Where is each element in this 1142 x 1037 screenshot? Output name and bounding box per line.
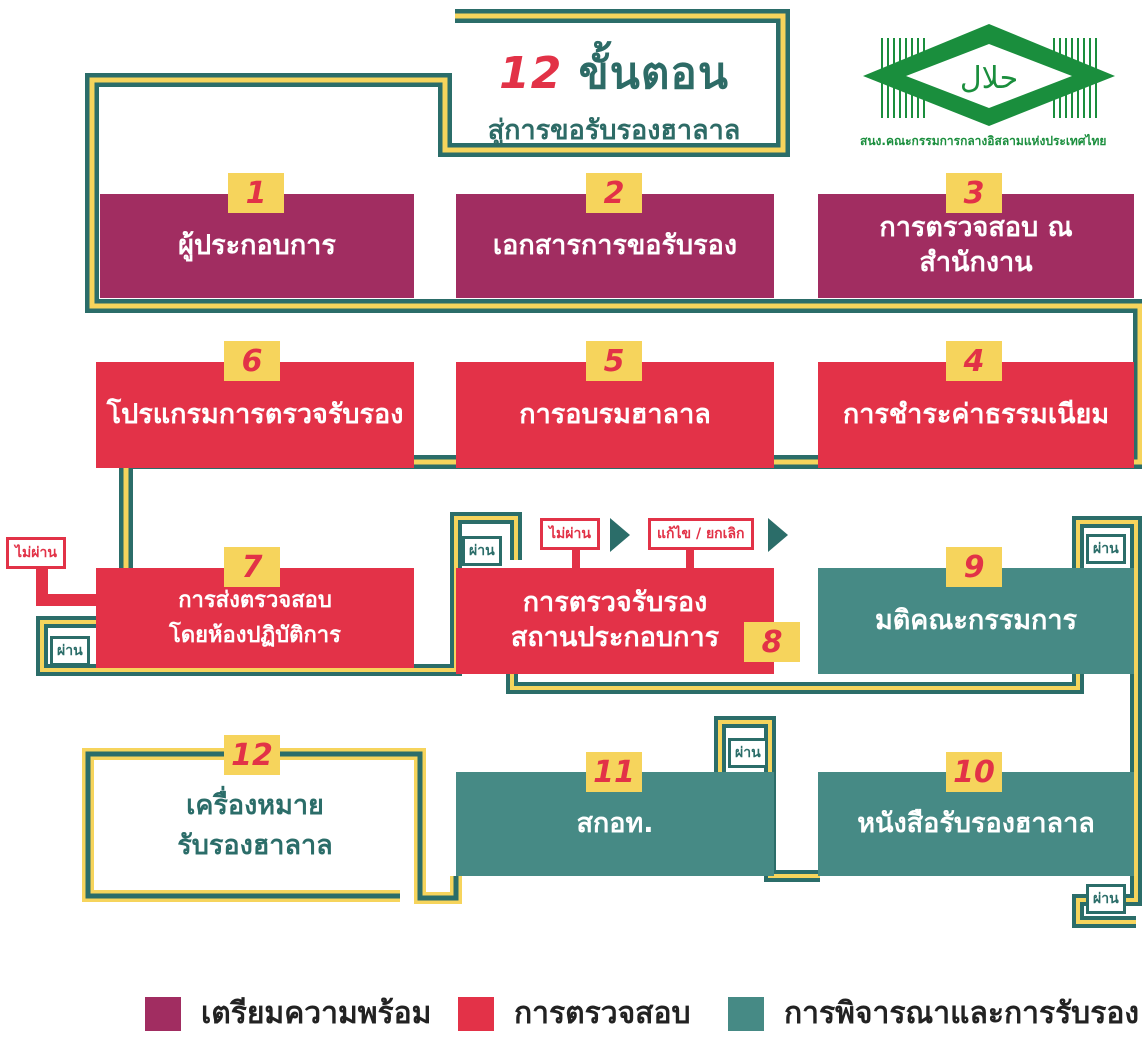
step-4-label: การชำระค่าธรรมเนียม	[842, 398, 1110, 430]
step-7-pass-tag: ผ่าน	[50, 636, 90, 666]
step-12-box: เครื่องหมาย รับรองฮาลาล	[96, 762, 414, 890]
step-7-fail-tag: ไม่ผ่าน	[6, 537, 66, 569]
step-3-box: การตรวจสอบ ณ สำนักงาน	[818, 194, 1134, 298]
legend-label: การพิจารณาและการรับรอง	[784, 996, 1140, 1031]
step-6-number: 6	[224, 341, 280, 381]
step-8-pass-tag: ผ่าน	[462, 536, 502, 566]
step-12-label: เครื่องหมาย รับรองฮาลาล	[177, 789, 333, 862]
step-3-label: การตรวจสอบ ณ สำนักงาน	[879, 212, 1073, 278]
legend-swatch-red	[458, 996, 494, 1031]
step-2-label: เอกสารการขอรับรอง	[492, 229, 738, 261]
title-box: 12 ขั้นตอน สู่การขอรับรองฮาลาล	[455, 24, 773, 146]
step-10-bottom-pass-tag: ผ่าน	[1086, 884, 1126, 914]
step-8-fail-tag: ไม่ผ่าน	[540, 518, 600, 550]
step-8-label: การตรวจรับรอง สถานประกอบการ	[510, 587, 720, 653]
title-heading: ขั้นตอน	[578, 48, 729, 99]
step-5-label: การอบรมฮาลาล	[519, 398, 711, 430]
step-9-number: 9	[946, 547, 1002, 587]
legend-item-prepare: เตรียมความพร้อม	[145, 990, 431, 1037]
step-9-pass-tag: ผ่าน	[1086, 534, 1126, 564]
legend-item-inspect: การตรวจสอบ	[458, 990, 691, 1037]
step-7-label: การส่งตรวจสอบ โดยห้องปฏิบัติการ	[169, 587, 341, 648]
title-number: 12	[499, 48, 563, 99]
step-1-label: ผู้ประกอบการ	[178, 229, 336, 261]
step-11-label: สกอท.	[576, 807, 654, 839]
step-9-label: มติคณะกรรมการ	[874, 604, 1078, 636]
step-7-number: 7	[224, 547, 280, 587]
step-3-number: 3	[946, 173, 1002, 213]
halal-logo-icon: حلال	[863, 24, 1115, 126]
step-10-pass-tag: ผ่าน	[728, 738, 768, 768]
logo-arabic-text: حلال	[960, 61, 1018, 96]
title-subheading: สู่การขอรับรองฮาลาล	[487, 115, 741, 146]
step-1-number: 1	[228, 173, 284, 213]
step-8-box: การตรวจรับรอง สถานประกอบการ	[456, 568, 774, 674]
step-8-number: 8	[744, 622, 800, 662]
step-10-label: หนังสือรับรองฮาลาล	[857, 807, 1095, 839]
step-4-number: 4	[946, 341, 1002, 381]
step-11-number: 11	[586, 752, 642, 792]
step-10-number: 10	[946, 752, 1002, 792]
legend-item-approve: การพิจารณาและการรับรอง	[728, 990, 1139, 1037]
legend-label: เตรียมความพร้อม	[201, 996, 432, 1031]
legend-label: การตรวจสอบ	[514, 996, 691, 1031]
logo-caption: สนง.คณะกรรมการกลางอิสลามแห่งประเทศไทย	[860, 134, 1107, 148]
page-title: 12 ขั้นตอน	[455, 38, 773, 108]
step-2-number: 2	[586, 173, 642, 213]
legend-swatch-purple	[145, 996, 181, 1031]
step-6-label: โปรแกรมการตรวจรับรอง	[106, 398, 404, 430]
step-12-number: 12	[224, 735, 280, 775]
legend-swatch-teal	[728, 996, 764, 1031]
step-8-fix-cancel-tag: แก้ไข / ยกเลิก	[648, 518, 754, 550]
step-5-number: 5	[586, 341, 642, 381]
